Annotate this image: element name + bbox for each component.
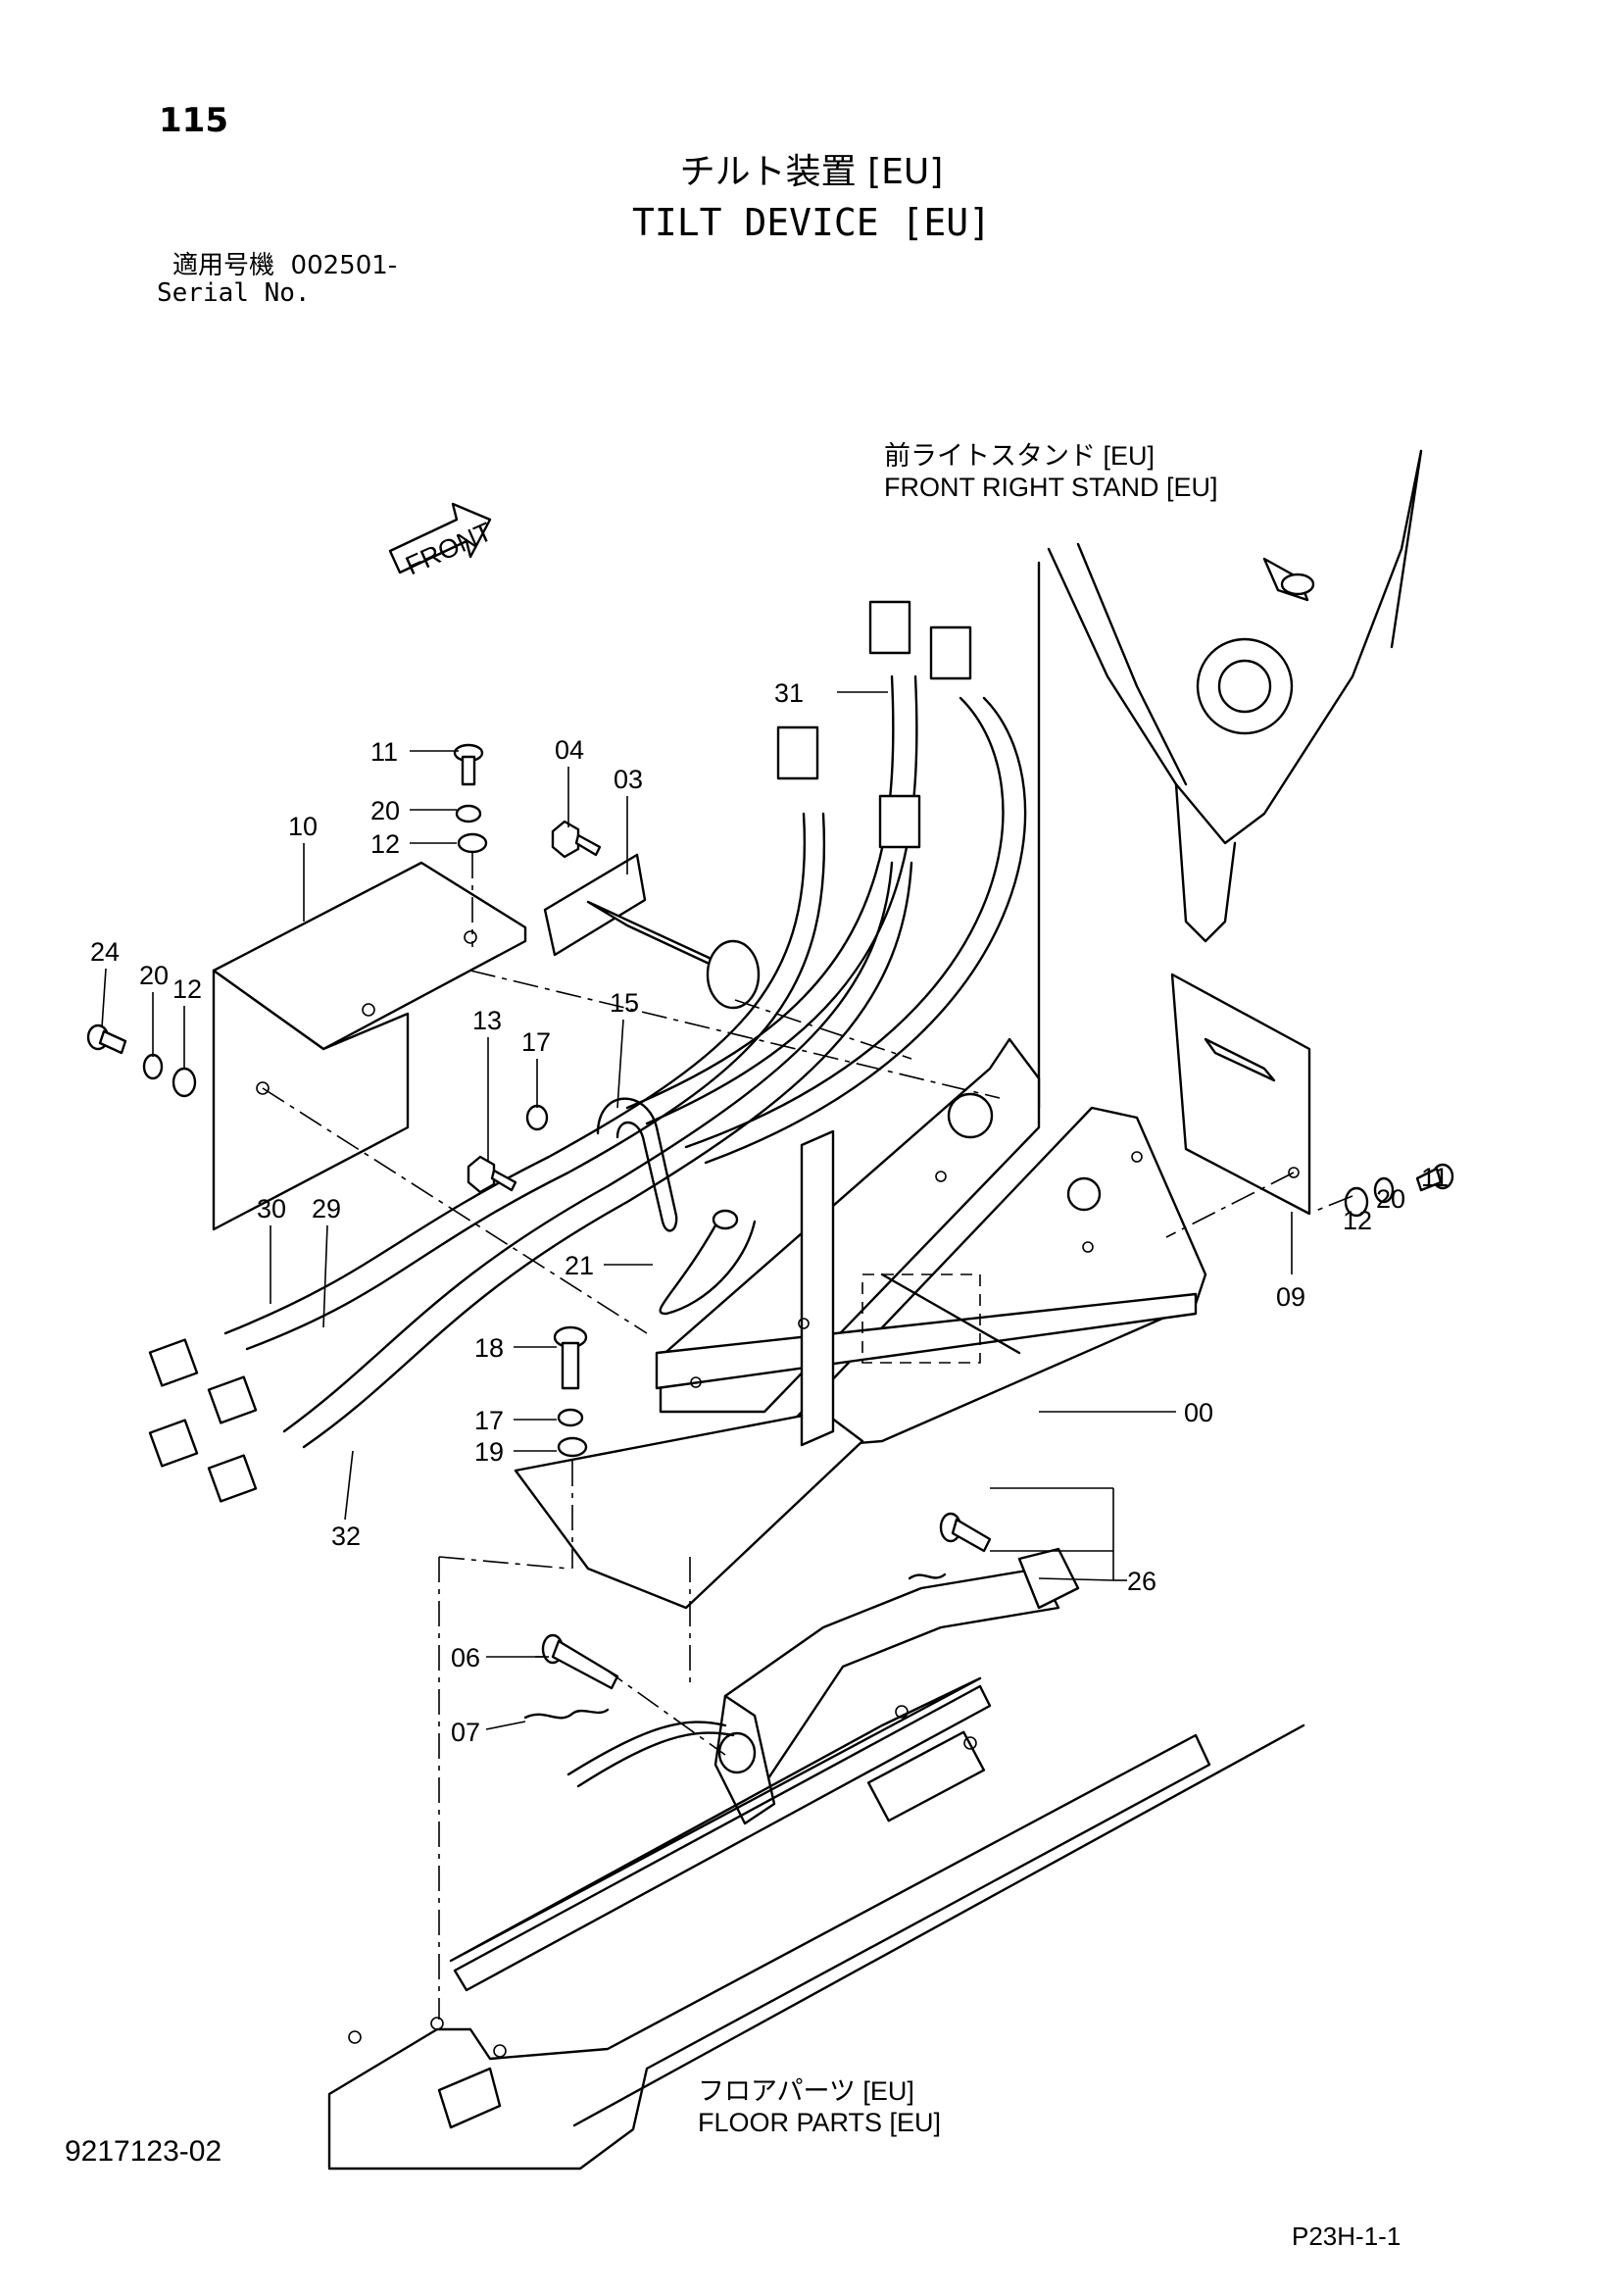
plate-09 [1170,973,1311,1216]
bolt-11-right [1415,1163,1454,1192]
pin-06 [541,1633,619,1690]
serial-label-english: Serial No. [157,278,311,308]
part-label-11: 11 [370,737,398,767]
cover-bracket-10 [212,861,527,1231]
washers-20-12-left [142,1053,197,1098]
part-label-10: 10 [288,812,318,841]
snap-pin-07 [523,1708,610,1720]
part-label-09: 09 [1276,1282,1305,1312]
clamp-15 [596,1097,678,1232]
part-label-31: 31 [774,678,804,708]
washers-20-12-right [1344,1176,1395,1218]
bolt-04 [551,820,602,859]
serial-label-japanese: 適用号機 [172,251,275,280]
part-label-24: 24 [90,937,120,967]
part-label-20: 20 [370,796,400,825]
page-number: 115 [159,101,228,140]
part-number-labels: 11 20 12 10 04 03 31 24 20 12 13 17 15 3… [90,678,1449,1747]
harness-31 [625,600,1027,1165]
harness-29-30-32 [148,812,913,1503]
part-label-12: 12 [1343,1206,1372,1235]
floor-parts-note-jp: フロアパーツ [EU] [698,2076,914,2106]
serial-range: 002501- [290,251,398,280]
front-arrow-icon: FRONT [388,502,496,580]
page-title-japanese: チルト装置 [EU] [679,152,944,192]
part-label-00: 00 [1184,1398,1213,1427]
part-label-03: 03 [614,765,643,794]
floor-parts-outline [327,1676,1305,2171]
assembly-centerlines [262,853,1353,2020]
bolt-24 [86,1023,127,1055]
floor-parts-note-en: FLOOR PARTS [EU] [698,2108,942,2137]
part-label-17: 17 [521,1027,551,1057]
part-label-18: 18 [474,1333,504,1363]
part-label-20: 20 [1376,1184,1405,1214]
leader-lines [101,691,1293,1730]
page-code: P23H-1-1 [1292,2221,1402,2251]
part-label-19: 19 [474,1437,504,1467]
part-label-12: 12 [370,829,400,859]
page-title-english: TILT DEVICE [EU] [631,201,992,244]
part-label-26: 26 [1127,1567,1156,1596]
part-label-21: 21 [565,1251,594,1280]
clamp-21 [659,1209,757,1316]
bracket-03 [543,853,761,1010]
front-right-stand-outline [1037,449,1423,1110]
front-right-stand-note-en: FRONT RIGHT STAND [EU] [884,473,1218,502]
part-label-13: 13 [472,1006,502,1035]
washer-17-middle [525,1104,549,1131]
part-label-06: 06 [451,1643,480,1672]
serial-info: 適用号機 002501- [172,253,397,278]
part-label-11: 11 [1421,1163,1449,1192]
washers-20-12-top [455,804,488,854]
part-label-04: 04 [555,735,584,765]
washers-17-19-bottom [557,1408,588,1458]
part-label-12: 12 [172,974,202,1004]
bolt-13 [467,1155,517,1194]
part-label-29: 29 [312,1194,341,1223]
drawing-number: 9217123-02 [65,2135,222,2168]
pin-26 [908,1512,992,1580]
part-label-30: 30 [257,1194,286,1223]
part-label-07: 07 [451,1718,480,1747]
bolt-11-left [453,743,484,786]
part-label-32: 32 [331,1522,361,1551]
part-label-20: 20 [139,961,169,990]
front-right-stand-note-jp: 前ライトスタンド [EU] [884,441,1156,471]
base-assembly-00 [514,1037,1207,1610]
part-label-15: 15 [610,988,639,1018]
bolt-18 [553,1325,588,1390]
part-label-17: 17 [474,1406,504,1435]
